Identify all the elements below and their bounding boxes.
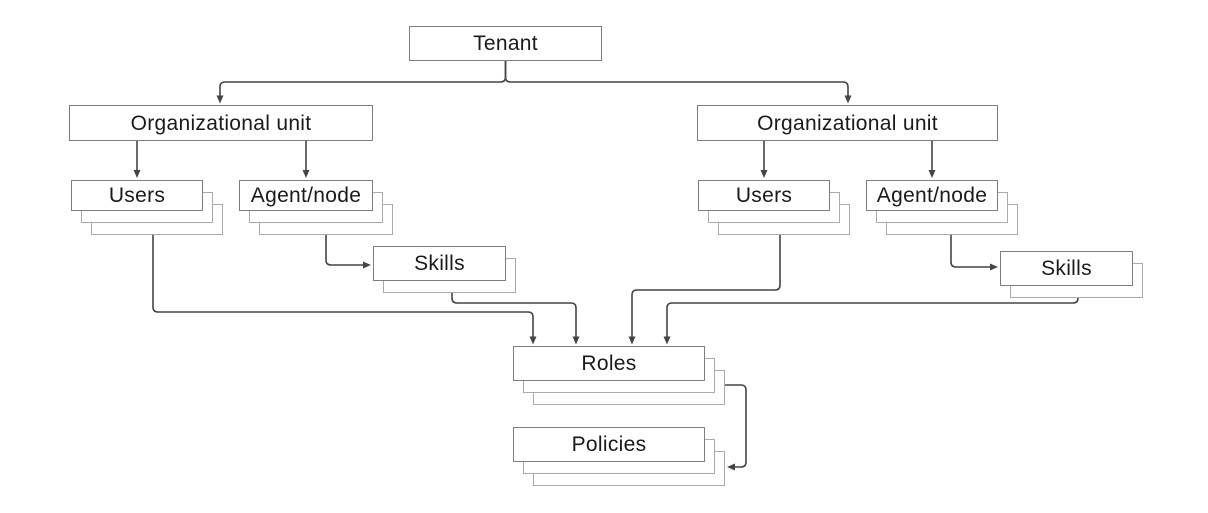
node-box: Organizational unit — [69, 105, 373, 141]
node-label: Users — [735, 184, 793, 207]
edge-users-left-roles — [152, 235, 537, 345]
edge-skills-right-roles — [663, 297, 1079, 345]
node-label: Users — [108, 184, 166, 207]
node-label: Policies — [571, 433, 647, 456]
node-box: Users — [71, 180, 203, 211]
node-skills-left: Skills — [373, 246, 516, 293]
node-org-unit-right: Organizational unit — [697, 105, 998, 141]
node-label: Organizational unit — [130, 111, 312, 135]
node-users-left: Users — [71, 180, 223, 235]
node-label: Agent/node — [250, 184, 362, 207]
node-box: Organizational unit — [697, 105, 998, 141]
node-policies: Policies — [513, 427, 725, 486]
node-label: Organizational unit — [757, 111, 938, 135]
edge-users-right-roles — [628, 235, 781, 345]
node-box: Agent/node — [239, 180, 373, 211]
node-label: Skills — [1041, 257, 1092, 280]
node-tenant: Tenant — [409, 26, 602, 61]
edge-agent-left-skills-left — [325, 235, 371, 269]
node-box: Policies — [513, 427, 705, 462]
node-box: Users — [698, 180, 830, 211]
edge-tenant-org-right — [504, 61, 852, 104]
node-org-unit-left: Organizational unit — [69, 105, 373, 141]
node-roles: Roles — [513, 346, 725, 405]
node-box: Roles — [513, 346, 705, 381]
node-box: Tenant — [409, 26, 602, 61]
node-label: Tenant — [473, 32, 538, 55]
edge-tenant-org-left — [216, 61, 507, 104]
node-agent-node-right: Agent/node — [866, 180, 1018, 235]
node-box: Agent/node — [866, 180, 998, 211]
edge-agent-right-skills-right — [950, 235, 998, 271]
node-users-right: Users — [698, 180, 850, 235]
node-box: Skills — [373, 246, 506, 281]
node-label: Skills — [414, 252, 465, 275]
edge-skills-left-roles — [451, 293, 580, 345]
node-box: Skills — [1000, 251, 1133, 286]
node-label: Roles — [581, 352, 637, 375]
node-skills-right: Skills — [1000, 251, 1143, 298]
node-label: Agent/node — [876, 184, 988, 207]
edge-roles-policies — [725, 384, 747, 471]
node-agent-node-left: Agent/node — [239, 180, 393, 235]
